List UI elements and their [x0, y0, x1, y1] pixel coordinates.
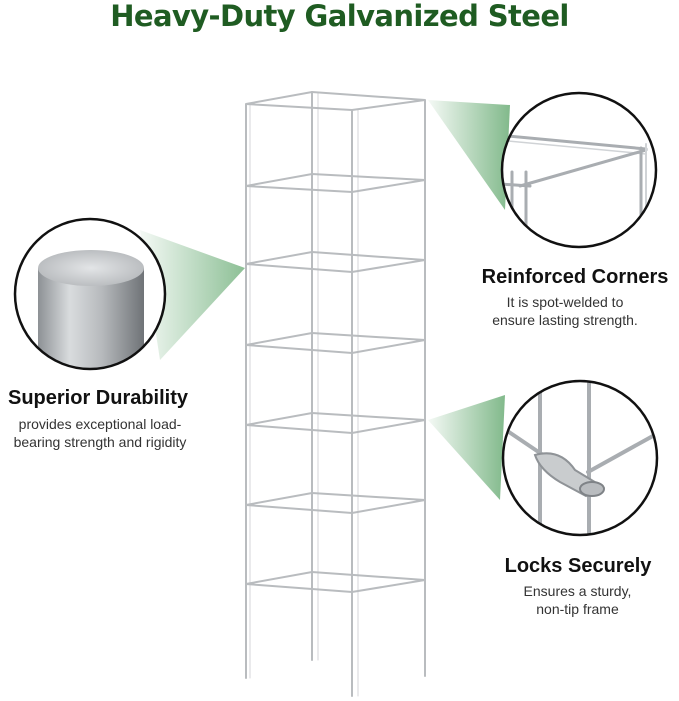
page-title: Heavy-Duty Galvanized Steel	[110, 0, 569, 33]
detail-circle-bottom-right	[501, 379, 659, 537]
feature-title-locks: Locks Securely	[504, 555, 652, 577]
detail-circle-left	[13, 217, 167, 371]
feature-desc-corners: It is spot-welded to ensure lasting stre…	[492, 294, 638, 328]
feature-title-corners: Reinforced Corners	[481, 266, 669, 288]
callout-beam-left	[140, 230, 245, 360]
callout-beam-bottom-right	[428, 395, 505, 500]
detail-circle-top-right	[500, 91, 658, 249]
detail-circle-lock	[503, 381, 657, 535]
feature-desc-durability: provides exceptional load-bearing streng…	[13, 416, 187, 450]
tomato-cage-tower	[245, 90, 426, 697]
feature-desc-locks: Ensures a sturdy, non-tip frame	[523, 583, 632, 617]
feature-title-durability: Superior Durability	[7, 387, 189, 409]
detail-circle-rod	[15, 219, 165, 369]
callout-beam-top-right	[428, 100, 510, 210]
